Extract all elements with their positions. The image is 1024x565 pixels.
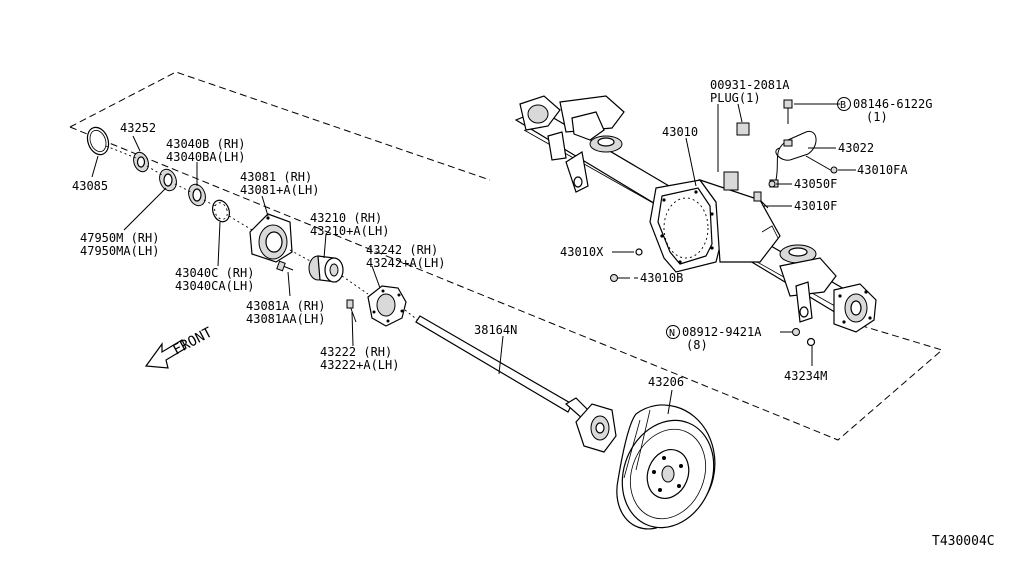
label-00931-2081a: 00931-2081A <box>710 78 790 92</box>
label-43252: 43252 <box>120 121 156 135</box>
seal-43085 <box>86 126 110 156</box>
label-08912-9421a: 08912-9421A <box>682 325 762 339</box>
diagram-code: T430004C <box>932 534 995 549</box>
label-43010f: 43010F <box>794 199 837 213</box>
label-43222a: 43222+A(LH) <box>320 358 399 372</box>
svg-text:B: B <box>840 100 846 111</box>
label-43242: 43242 (RH) <box>366 243 438 257</box>
label-43040ca: 43040CA(LH) <box>175 279 254 293</box>
label-43242a: 43242+A(LH) <box>366 256 445 270</box>
leader-lines <box>91 103 856 415</box>
fitting-43050f <box>768 180 776 188</box>
axle-housing-43010 <box>514 95 877 333</box>
label-43010fa: 43010FA <box>857 163 908 177</box>
label-43040ba: 43040BA(LH) <box>166 150 245 164</box>
label-43206: 43206 <box>648 375 684 389</box>
marker-b: B <box>837 97 851 111</box>
label-43222: 43222 (RH) <box>320 345 392 359</box>
bolt-43222 <box>346 299 357 323</box>
label-43040c: 43040C (RH) <box>175 266 254 280</box>
label-43085: 43085 <box>72 179 108 193</box>
label-43210: 43210 (RH) <box>310 211 382 225</box>
label-plug: PLUG(1) <box>710 91 761 105</box>
label-47950ma: 47950MA(LH) <box>80 244 159 258</box>
label-43081: 43081 (RH) <box>240 170 312 184</box>
label-43081a-lh: 43081+A(LH) <box>240 183 319 197</box>
label-08912-qty: (8) <box>686 338 708 352</box>
housing-43081 <box>249 213 293 263</box>
bolt-08146-6122g <box>783 99 793 124</box>
label-43081aa: 43081AA(LH) <box>246 312 325 326</box>
ring-43040c <box>211 199 231 223</box>
axle-shaft-38164n <box>415 315 617 453</box>
label-43010b: 43010B <box>640 271 683 285</box>
nut-08912-9421a <box>792 328 800 336</box>
bolt-43081a <box>276 260 294 272</box>
svg-text:N: N <box>669 328 675 339</box>
front-arrow: FRONT <box>144 324 216 369</box>
assembly-outline <box>69 71 944 441</box>
bolt-43010fa <box>830 166 838 174</box>
washer-43234m <box>806 337 816 347</box>
plug-43010b <box>610 274 630 282</box>
seal-43040b <box>188 183 206 207</box>
bearing-43210 <box>308 255 344 283</box>
label-47950m: 47950M (RH) <box>80 231 159 245</box>
plate-43242 <box>367 285 407 327</box>
label-08146-6122g: 08146-6122G <box>853 97 932 111</box>
label-43050f: 43050F <box>794 177 837 191</box>
label-08146-qty: (1) <box>866 110 888 124</box>
label-43022: 43022 <box>838 141 874 155</box>
label-43234m: 43234M <box>784 369 827 383</box>
label-38164n: 38164N <box>474 323 517 337</box>
label-43040b: 43040B (RH) <box>166 137 245 151</box>
marker-n: N <box>666 325 680 339</box>
seal-43252 <box>133 151 149 173</box>
bearing-47950m <box>159 168 177 192</box>
plug-43010x <box>635 248 643 256</box>
label-43010x: 43010X <box>560 245 604 259</box>
label-43081a-rh: 43081A (RH) <box>246 299 325 313</box>
part-labels: 43085 43252 43040B (RH) 43040BA(LH) 4795… <box>72 78 932 389</box>
label-43210a: 43210+A(LH) <box>310 224 389 238</box>
front-label: FRONT <box>170 324 215 358</box>
label-43010: 43010 <box>662 125 698 139</box>
brake-drum-43206 <box>616 404 716 530</box>
